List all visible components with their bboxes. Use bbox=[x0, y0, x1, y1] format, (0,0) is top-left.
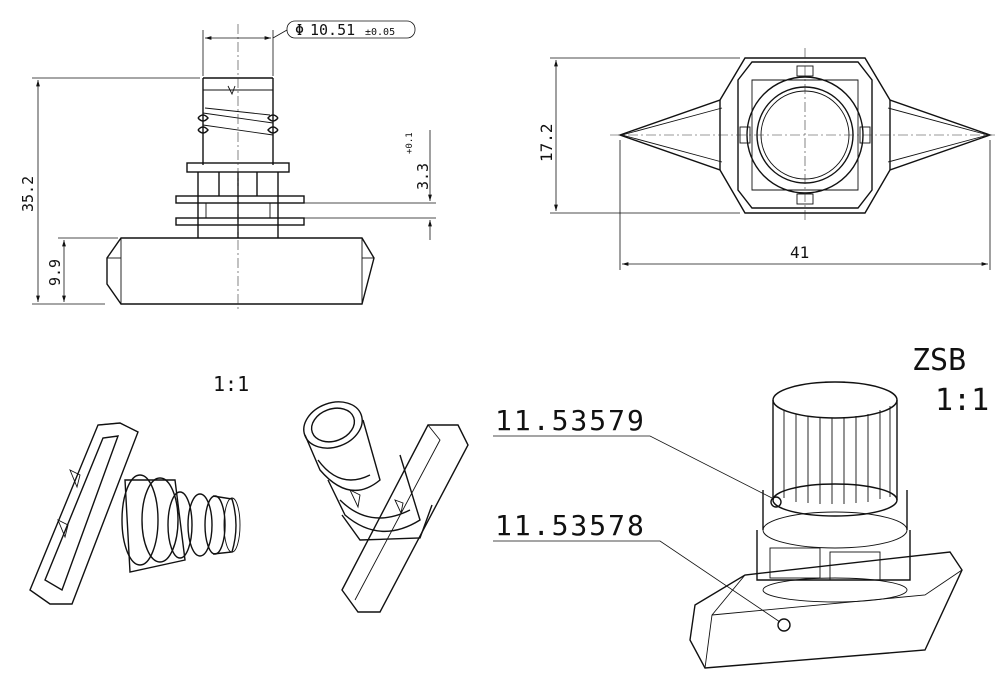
dim-width: 41 bbox=[619, 140, 991, 270]
part-number-1: 11.53579 bbox=[495, 404, 646, 437]
assembly-view: ZSB 1:1 11.53579 11.53578 bbox=[493, 343, 989, 669]
diameter-value: 10.51 bbox=[310, 21, 355, 39]
assembly-title: ZSB bbox=[912, 343, 966, 378]
iso-view-middle bbox=[303, 401, 469, 613]
clearance-tolerance: +0.1 bbox=[405, 132, 415, 154]
dim-diameter: Φ 10.51 ±0.05 bbox=[202, 20, 416, 76]
front-base bbox=[106, 237, 375, 305]
top-view: 17.2 41 bbox=[537, 48, 995, 270]
diameter-callout-box bbox=[286, 20, 416, 39]
clearance-label: 3.3 bbox=[414, 163, 432, 190]
diameter-tolerance: ±0.05 bbox=[365, 27, 395, 38]
front-view: Φ 10.51 ±0.05 35.2 9.9 3.3 +0.1 bbox=[19, 20, 436, 312]
base-height-label: 9.9 bbox=[46, 259, 64, 286]
height-total-label: 35.2 bbox=[19, 176, 37, 212]
width-label: 41 bbox=[790, 243, 809, 262]
diameter-symbol: Φ bbox=[295, 21, 304, 39]
dim-total-height: 35.2 bbox=[19, 77, 200, 305]
iso-view-left bbox=[29, 422, 241, 605]
marker-part-1 bbox=[770, 496, 782, 508]
scale-label: 1:1 bbox=[213, 372, 249, 396]
dim-clearance: 3.3 +0.1 bbox=[304, 130, 436, 240]
part-number-2: 11.53578 bbox=[495, 509, 646, 542]
dim-top-height: 17.2 bbox=[537, 57, 740, 214]
top-height-label: 17.2 bbox=[537, 123, 556, 162]
assembly-scale: 1:1 bbox=[935, 383, 989, 418]
dim-base-height: 9.9 bbox=[46, 237, 118, 302]
front-flanges bbox=[175, 162, 305, 238]
marker-part-2 bbox=[777, 618, 791, 632]
